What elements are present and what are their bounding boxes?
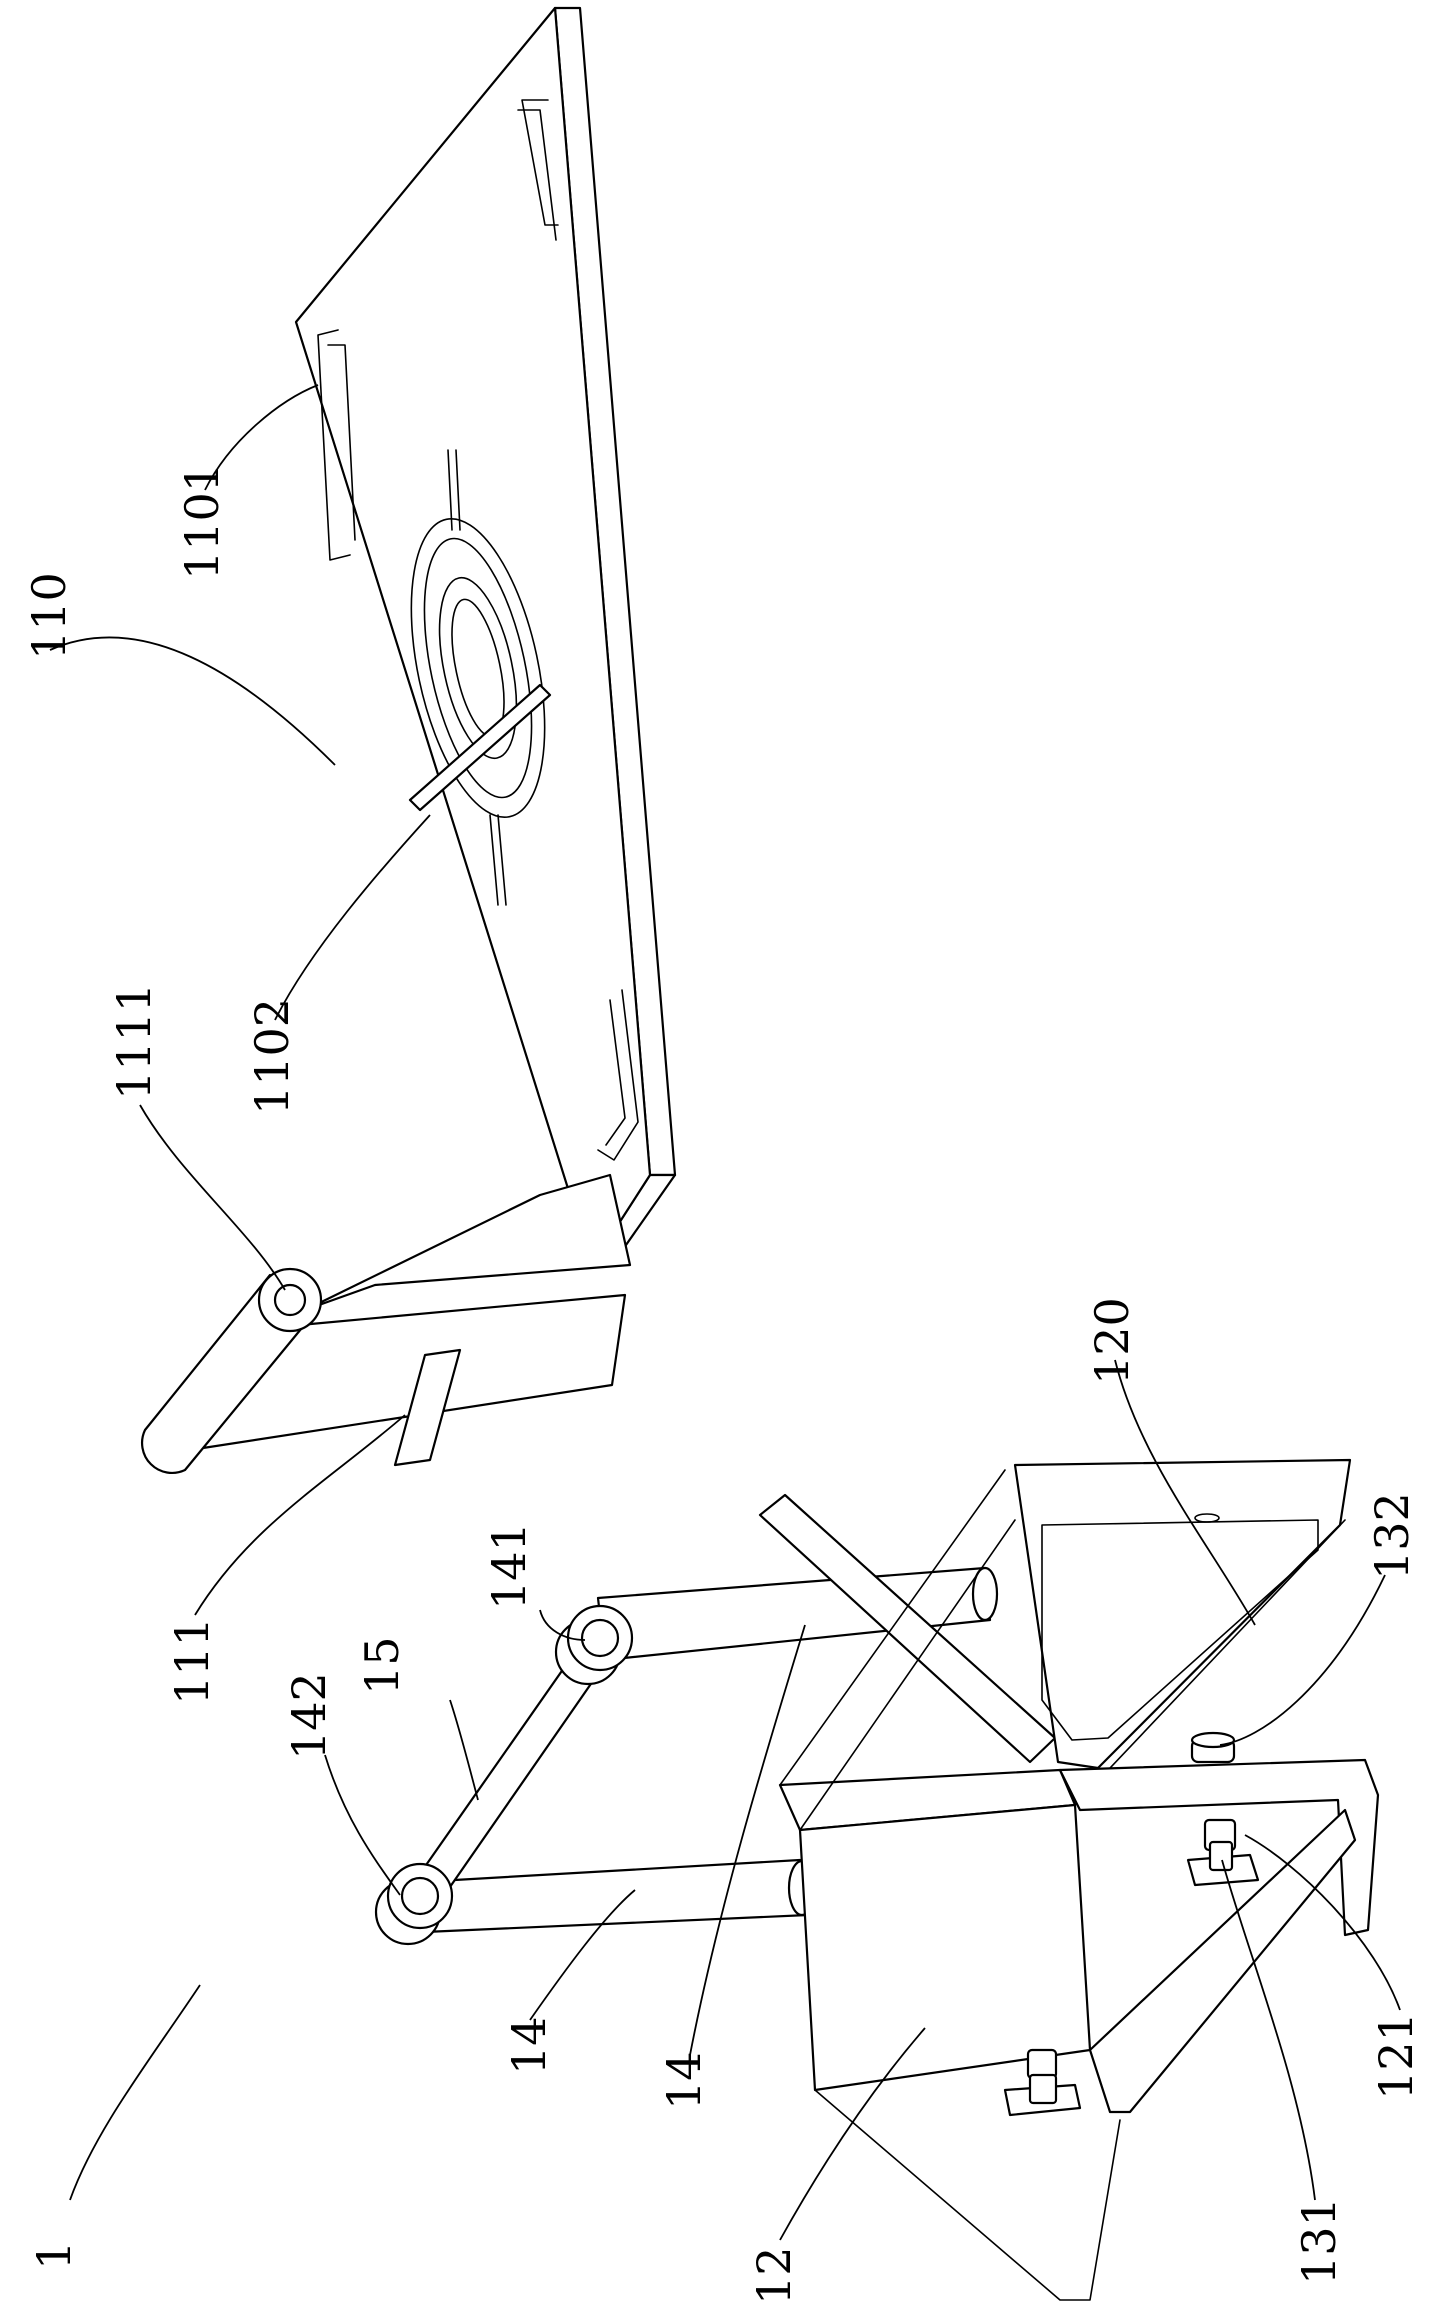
hinge-wedge — [305, 1175, 630, 1310]
label-110: 110 — [22, 572, 76, 660]
leader-1 — [70, 1985, 200, 2200]
label-14-right: 14 — [657, 2051, 711, 2110]
joint-141-hole — [582, 1620, 618, 1656]
leader-1102 — [275, 815, 430, 1020]
lower-lip — [815, 2090, 1120, 2300]
label-141: 141 — [482, 1522, 536, 1610]
leader-142 — [325, 1755, 400, 1895]
label-111: 111 — [165, 1617, 219, 1705]
leader-15 — [450, 1700, 478, 1800]
label-1101: 1101 — [175, 463, 229, 580]
label-15: 15 — [355, 1636, 409, 1695]
label-132: 132 — [1365, 1492, 1419, 1580]
label-1111: 1111 — [107, 983, 161, 1100]
joint-142-hole — [402, 1878, 438, 1914]
label-142: 142 — [282, 1672, 336, 1760]
leader-1111 — [140, 1105, 285, 1290]
plate-110 — [296, 8, 675, 1265]
screw-left-shaft — [1030, 2075, 1056, 2103]
rod-14-left — [420, 1860, 808, 1932]
plate-top-face — [296, 8, 650, 1265]
screw-left — [1028, 2050, 1056, 2078]
label-1102: 1102 — [245, 998, 299, 1115]
label-121: 121 — [1369, 2012, 1423, 2100]
hinge-block-111 — [142, 1175, 630, 1473]
label-120: 120 — [1085, 1297, 1139, 1385]
label-131: 131 — [1292, 2197, 1346, 2285]
label-1: 1 — [27, 2241, 81, 2270]
leader-14b — [690, 1625, 805, 2055]
base-clamp-12 — [760, 1460, 1378, 2300]
screw-132-head — [1192, 1733, 1234, 1747]
label-14-left: 14 — [502, 2016, 556, 2075]
leader-110 — [50, 637, 335, 765]
label-12: 12 — [747, 2246, 801, 2305]
block-face-12 — [800, 1805, 1090, 2090]
back-plate-120 — [1015, 1460, 1350, 1768]
screw-131-shaft — [1210, 1842, 1232, 1870]
hinge-rod-hole — [275, 1285, 305, 1315]
